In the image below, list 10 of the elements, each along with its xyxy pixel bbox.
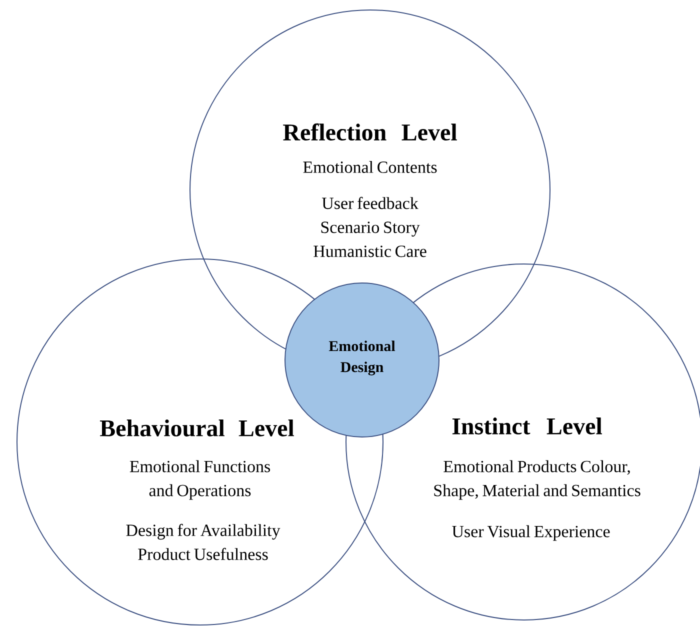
item-list: User feedback Scenario Story Humanistic Care (314, 196, 426, 258)
subtitle-text: Emotional Functions and Operations (130, 460, 270, 500)
level-heading: Instinct Level (452, 418, 602, 434)
subtitle-text: Emotional Products Colour, Shape, Material and Semantics (434, 460, 640, 500)
center-label: Emotional Design (328, 340, 396, 376)
item-list: Design for Availability Product Usefulness (126, 524, 280, 560)
level-heading: Behavioural Level (100, 420, 294, 436)
item-list: User Visual Experience (452, 525, 610, 541)
subtitle-text: Emotional Contents (303, 161, 437, 173)
level-heading: Reflection Level (283, 123, 457, 141)
